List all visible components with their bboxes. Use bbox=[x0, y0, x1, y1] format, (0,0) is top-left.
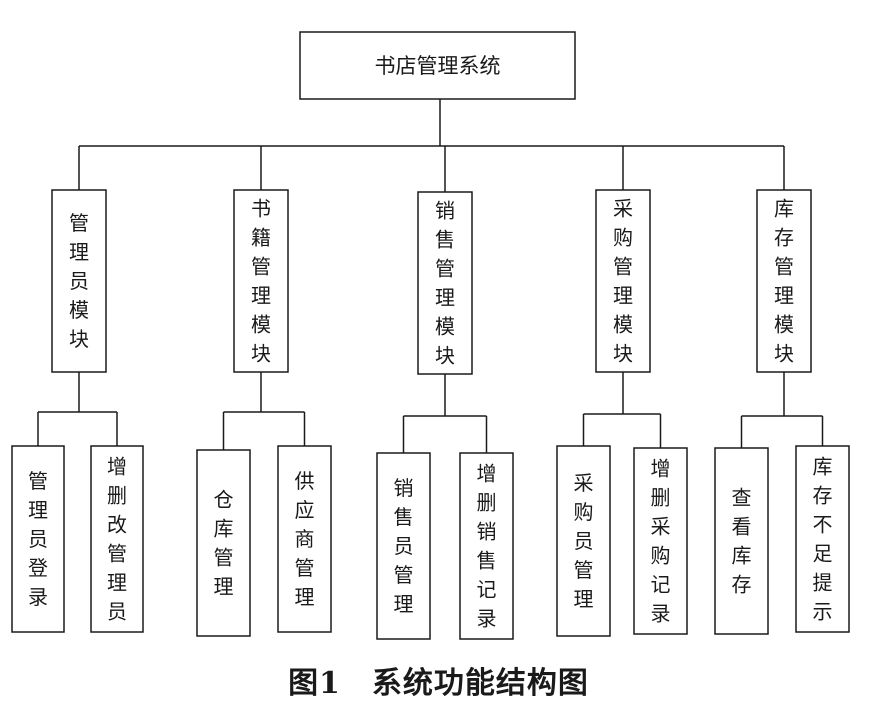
submodule-node-label: 查看库存 bbox=[732, 486, 752, 597]
submodule-node-label: 管理员登录 bbox=[28, 469, 48, 609]
module-node-label: 书籍管理模块 bbox=[251, 197, 271, 366]
submodule-node: 库存不足提示 bbox=[795, 445, 850, 633]
submodule-node-label: 仓库管理 bbox=[214, 488, 234, 599]
submodule-node-label: 采购员管理 bbox=[574, 471, 594, 611]
module-node: 书籍管理模块 bbox=[233, 189, 289, 373]
module-node-label: 库存管理模块 bbox=[774, 197, 794, 366]
module-node: 采购管理模块 bbox=[595, 189, 651, 373]
submodule-node-label: 库存不足提示 bbox=[813, 455, 833, 624]
submodule-node-label: 供应商管理 bbox=[295, 469, 315, 609]
module-node: 管理员模块 bbox=[51, 189, 107, 373]
module-node-label: 销售管理模块 bbox=[435, 199, 455, 368]
submodule-node: 增删采购记录 bbox=[633, 447, 688, 635]
submodule-node-label: 增删采购记录 bbox=[651, 457, 671, 626]
submodule-node: 管理员登录 bbox=[11, 445, 65, 633]
module-node: 销售管理模块 bbox=[417, 191, 473, 375]
submodule-node-label: 增删销售记录 bbox=[477, 462, 497, 631]
submodule-node: 仓库管理 bbox=[196, 449, 251, 637]
diagram-connectors bbox=[37, 99, 824, 453]
module-node-label: 采购管理模块 bbox=[613, 197, 633, 366]
submodule-node-label: 增删改管理员 bbox=[107, 455, 127, 624]
module-node: 库存管理模块 bbox=[756, 189, 812, 373]
module-node-label: 管理员模块 bbox=[69, 211, 89, 351]
submodule-node: 增删改管理员 bbox=[90, 445, 144, 633]
root-node: 书店管理系统 bbox=[299, 31, 576, 100]
submodule-node-label: 销售员管理 bbox=[394, 476, 414, 616]
root-label: 书店管理系统 bbox=[375, 54, 501, 78]
submodule-node: 采购员管理 bbox=[556, 445, 611, 637]
submodule-node: 增删销售记录 bbox=[459, 452, 514, 640]
figure-caption: 图1 系统功能结构图 bbox=[288, 666, 589, 701]
submodule-node: 供应商管理 bbox=[277, 445, 332, 633]
submodule-node: 销售员管理 bbox=[376, 452, 431, 640]
submodule-node: 查看库存 bbox=[714, 447, 769, 635]
